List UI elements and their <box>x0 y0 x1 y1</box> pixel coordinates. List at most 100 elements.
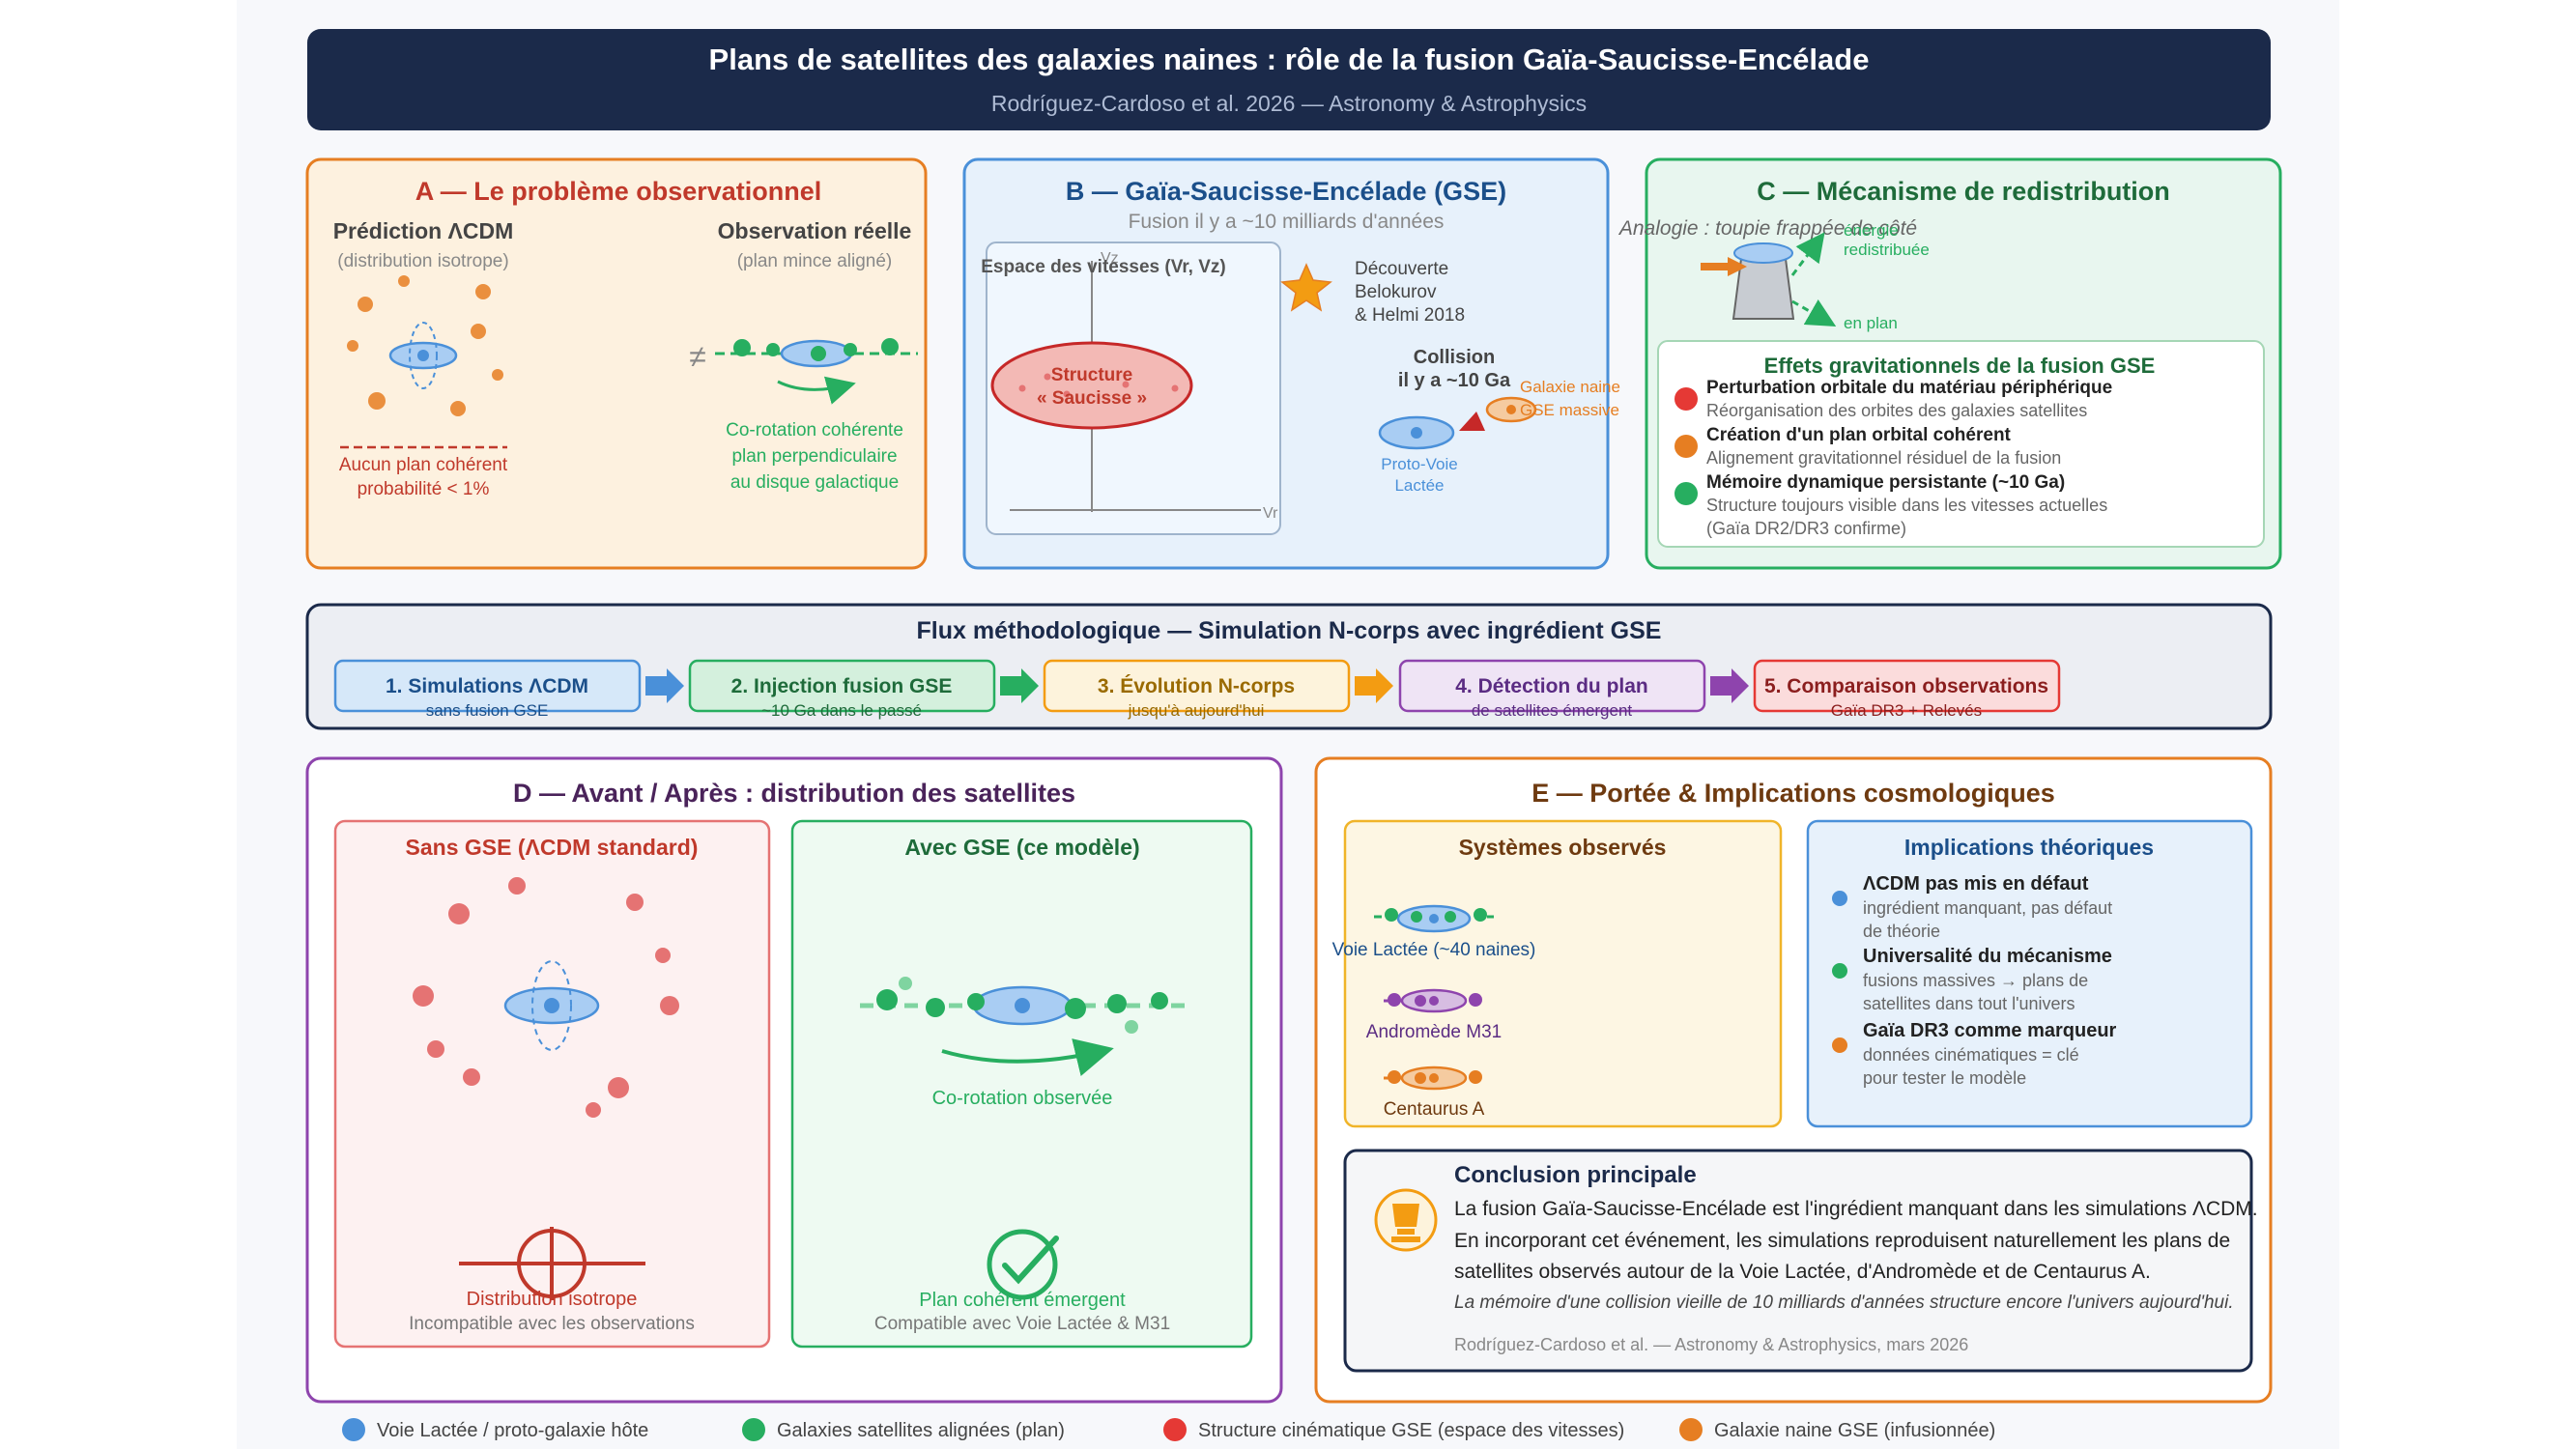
panel-c-mechanism: C — Mécanisme de redistribution Analogie… <box>1617 157 2282 570</box>
dwarf-galaxy-massive-label: GSE massive <box>1520 401 1619 419</box>
implication-item-1: ΛCDM pas mis en défaut ingrédient manqua… <box>1832 873 2112 941</box>
implication-line: fusions massives → plans de <box>1863 971 2088 990</box>
flow-arrow-icon <box>645 668 684 703</box>
axis-vr-label: Vr <box>1263 505 1278 522</box>
flow-step-title: 4. Détection du plan <box>1455 675 1648 697</box>
proto-milky-way-label: Proto-Voie <box>1381 455 1457 473</box>
panel-b-title: B — Gaïa-Saucisse-Encélade (GSE) <box>1066 177 1506 206</box>
redistributed-label: redistribuée <box>1844 241 1930 259</box>
prediction-title: Prédiction ΛCDM <box>333 218 514 243</box>
flow-step-subtitle: Gaïa DR3 + Relevés <box>1831 701 1982 720</box>
flow-step-subtitle: jusqu'à aujourd'hui <box>1128 701 1265 720</box>
corotation-observed-label: Co-rotation observée <box>932 1088 1113 1109</box>
aligned-plane-diagram <box>715 338 918 405</box>
collision-time: il y a ~10 Ga <box>1398 370 1511 391</box>
flow-step-1: 1. Simulations ΛCDM sans fusion GSE <box>333 659 642 720</box>
flow-step-subtitle: de satellites émergent <box>1472 701 1633 720</box>
panel-a-title: A — Le problème observationnel <box>415 177 822 206</box>
implication-line: ingrédient manquant, pas défaut <box>1863 898 2112 918</box>
trophy-icon <box>1374 1188 1438 1252</box>
implication-line-2: de théorie <box>1863 922 1940 941</box>
isotropic-distribution-diagram <box>413 877 679 1118</box>
panel-c-title: C — Mécanisme de redistribution <box>1757 177 2170 206</box>
flow-step-title: 2. Injection fusion GSE <box>731 675 953 697</box>
effect-bullet-orange <box>1674 435 1698 458</box>
compatible-caption: Compatible avec Voie Lactée & M31 <box>874 1314 1170 1334</box>
legend-swatch-green <box>742 1418 765 1441</box>
without-gse-title: Sans GSE (ΛCDM standard) <box>406 835 699 860</box>
with-gse-title: Avec GSE (ce modèle) <box>904 835 1139 860</box>
page-subtitle: Rodríguez-Cardoso et al. 2026 — Astronom… <box>991 91 1587 116</box>
implication-title: Gaïa DR3 comme marqueur <box>1863 1020 2117 1041</box>
flow-step-subtitle: ~10 Ga dans le passé <box>761 701 922 720</box>
legend-swatch-blue <box>342 1418 365 1441</box>
implication-item-3: Gaïa DR3 comme marqueur données cinémati… <box>1832 1020 2117 1088</box>
perpendicular-note: plan perpendiculaire <box>731 446 897 467</box>
system-label: Voie Lactée (~40 naines) <box>1332 940 1536 960</box>
conclusion-italic: La mémoire d'une collision vieille de 10… <box>1454 1293 2234 1313</box>
conclusion-title: Conclusion principale <box>1454 1162 1697 1188</box>
velocity-plot-title: Espace des vitesses (Vr, Vz) <box>981 257 1226 277</box>
discovery-line-3: & Helmi 2018 <box>1355 305 1465 326</box>
effect-title: Perturbation orbitale du matériau périph… <box>1706 378 2112 398</box>
system-centaurus: Centaurus A <box>1384 1065 1485 1120</box>
flow-step-subtitle: sans fusion GSE <box>426 701 549 720</box>
implication-line-2: satellites dans tout l'univers <box>1863 994 2075 1013</box>
conclusion-box <box>1343 1149 2253 1373</box>
effect-item-1: Perturbation orbitale du matériau périph… <box>1674 378 2112 420</box>
corotation-note: Co-rotation cohérente <box>726 420 903 440</box>
implications-box <box>1806 819 2253 1128</box>
discovery-star-icon <box>1280 263 1332 312</box>
spinning-top-icon <box>1701 232 1837 327</box>
flow-arrow-icon <box>1710 668 1749 703</box>
disk-note: au disque galactique <box>730 472 899 493</box>
probability-note: probabilité < 1% <box>358 479 490 499</box>
conclusion-line: La fusion Gaïa-Saucisse-Encélade est l'i… <box>1454 1198 2258 1220</box>
implication-title: ΛCDM pas mis en défaut <box>1863 873 2089 895</box>
effect-bullet-red <box>1674 387 1698 411</box>
effects-title: Effets gravitationnels de la fusion GSE <box>1764 354 2156 378</box>
implication-bullet-icon <box>1832 963 1847 979</box>
implication-item-2: Universalité du mécanisme fusions massiv… <box>1832 946 2112 1013</box>
panel-b-gse: B — Gaïa-Saucisse-Encélade (GSE) Fusion … <box>962 157 1620 570</box>
flow-step-2: 2. Injection fusion GSE ~10 Ga dans le p… <box>688 659 996 720</box>
flow-step-title: 1. Simulations ΛCDM <box>386 675 588 697</box>
flow-step-5: 5. Comparaison observations Gaïa DR3 + R… <box>1753 659 2061 720</box>
methodology-flow: Flux méthodologique — Simulation N-corps… <box>305 603 2273 730</box>
conclusion-line: En incorporant cet événement, les simula… <box>1454 1230 2230 1252</box>
panel-e-implications: E — Portée & Implications cosmologiques … <box>1314 756 2273 1404</box>
implications-title: Implications théoriques <box>1904 835 2154 860</box>
observation-subtitle: (plan mince aligné) <box>737 251 893 271</box>
effect-description: Structure toujours visible dans les vite… <box>1706 496 2107 515</box>
effect-item-2: Création d'un plan orbital cohérent Alig… <box>1674 425 2061 468</box>
panel-d-title: D — Avant / Après : distribution des sat… <box>513 779 1075 808</box>
effect-bullet-green <box>1674 482 1698 505</box>
effects-box <box>1657 340 2265 548</box>
system-milky-way: Voie Lactée (~40 naines) <box>1332 904 1536 960</box>
velocity-space-plot: Vz Vr Espace des vitesses (Vr, Vz) Struc… <box>981 242 1281 535</box>
check-circle-icon <box>987 1229 1059 1300</box>
discovery-line-2: Belokurov <box>1355 282 1437 302</box>
legend-swatch-orange <box>1679 1418 1703 1441</box>
system-label: Andromède M31 <box>1366 1022 1502 1042</box>
flow-arrow-icon <box>1000 668 1039 703</box>
flow-title: Flux méthodologique — Simulation N-corps… <box>917 617 1662 644</box>
effect-description: Réorganisation des orbites des galaxies … <box>1706 401 2087 420</box>
effect-item-3: Mémoire dynamique persistante (~10 Ga) S… <box>1674 472 2107 538</box>
panel-d-before-after: D — Avant / Après : distribution des sat… <box>305 756 1283 1404</box>
flow-step-3: 3. Évolution N-corps jusqu'à aujourd'hui <box>1043 659 1351 720</box>
panel-b-subtitle: Fusion il y a ~10 milliards d'années <box>1129 211 1445 233</box>
legend: Voie Lactée / proto-galaxie hôte Galaxie… <box>342 1418 1995 1441</box>
observation-title: Observation réelle <box>718 218 912 243</box>
isotropic-caption: Distribution isotrope <box>467 1289 638 1310</box>
dwarf-galaxy-label: Galaxie naine <box>1520 378 1620 396</box>
legend-label: Structure cinématique GSE (espace des vi… <box>1198 1420 1624 1441</box>
legend-swatch-red <box>1163 1418 1187 1441</box>
not-equal-sign: ≠ <box>689 339 706 374</box>
effect-description: Alignement gravitationnel résiduel de la… <box>1706 448 2061 468</box>
implication-line: données cinématiques = clé <box>1863 1045 2079 1065</box>
isotropic-satellites-diagram <box>340 275 507 449</box>
header-banner: Plans de satellites des galaxies naines … <box>307 29 2271 130</box>
discovery-line-1: Découverte <box>1355 259 1448 279</box>
